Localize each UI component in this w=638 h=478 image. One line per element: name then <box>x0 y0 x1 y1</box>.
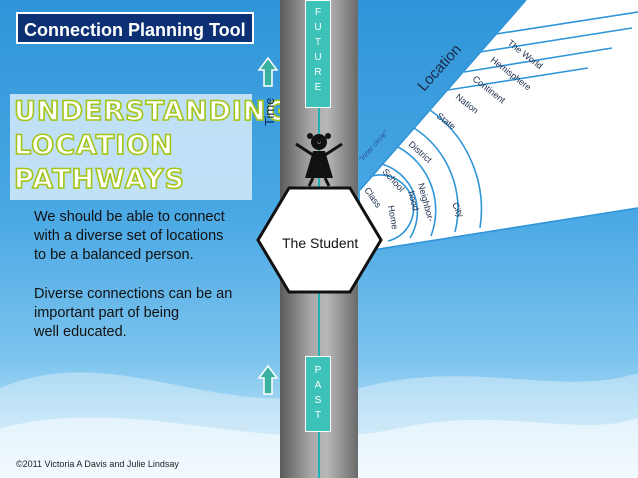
heading-line-3: PATHWAYS <box>13 163 186 196</box>
student-face: ◡ <box>317 139 322 145</box>
app-title: Connection Planning Tool <box>16 12 254 44</box>
paragraph-line: to be a balanced person. <box>34 247 194 263</box>
student-figure-icon <box>295 133 343 187</box>
fan-arcs <box>359 0 638 253</box>
heading-line-1: UNDERSTANDING <box>13 95 290 128</box>
up-arrow-icon <box>257 364 279 395</box>
heading-panel: UNDERSTANDING LOCATION PATHWAYS <box>10 94 289 200</box>
future-letter: F <box>314 7 322 18</box>
ring-home: Home <box>386 205 400 230</box>
up-arrow-icon <box>257 56 279 87</box>
paragraph-line: We should be able to connect <box>34 209 225 225</box>
past-letter: T <box>314 410 322 421</box>
future-letter: E <box>314 82 322 93</box>
paragraph-line: Diverse connections can be an <box>34 286 233 302</box>
past-letter: S <box>314 395 322 406</box>
paragraph-balanced: We should be able to connect with a dive… <box>34 208 225 265</box>
student-hexagon <box>256 186 383 294</box>
paragraph-line: with a diverse set of locations <box>34 228 224 244</box>
paragraph-line: important part of being <box>34 305 180 321</box>
student-label: The Student <box>282 235 359 251</box>
past-letter: A <box>314 380 322 391</box>
future-letter: T <box>314 37 322 48</box>
paragraph-diverse: Diverse connections can be an important … <box>34 285 232 342</box>
future-letter: U <box>314 22 322 33</box>
paragraph-line: well educated. <box>34 324 127 340</box>
future-letter: R <box>314 67 322 78</box>
future-label: F U T U R E <box>305 0 331 108</box>
past-label: P A S T <box>305 356 331 432</box>
heading-line-2: LOCATION <box>13 129 174 162</box>
future-letter: U <box>314 52 322 63</box>
fan-background <box>360 0 638 252</box>
copyright: ©2011 Victoria A Davis and Julie Lindsay <box>16 459 179 469</box>
past-letter: P <box>314 365 322 376</box>
